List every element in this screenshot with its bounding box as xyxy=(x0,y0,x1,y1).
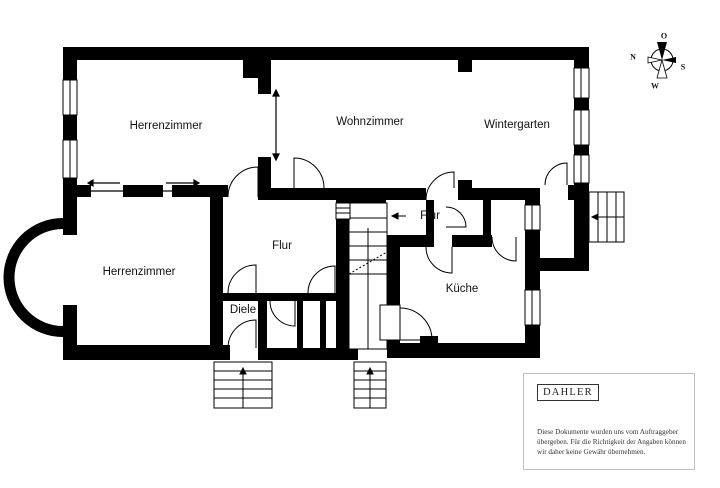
label-flur-center: Flur xyxy=(272,240,292,252)
sliding-doors xyxy=(86,88,280,192)
disclaimer-text: Diese Dokumente wurden uns vom Auftragge… xyxy=(537,428,686,456)
label-wohnzimmer: Wohnzimmer xyxy=(336,116,404,128)
label-herrenzimmer-top: Herrenzimmer xyxy=(129,120,203,132)
label-wintergarten: Wintergarten xyxy=(484,119,550,131)
disclaimer-box: DAHLER Diese Dokumente wurden uns vom Au… xyxy=(523,373,695,470)
label-herrenzimmer-bottom: Herrenzimmer xyxy=(102,266,176,278)
compass-s: S xyxy=(680,62,686,72)
interior-walls xyxy=(63,60,589,353)
compass-o: O xyxy=(660,31,668,41)
compass-w: W xyxy=(651,81,659,91)
label-kueche: Küche xyxy=(445,283,479,295)
bay-window xyxy=(3,218,77,337)
label-diele: Diele xyxy=(229,304,257,316)
dahler-logo: DAHLER xyxy=(537,384,599,401)
windows xyxy=(62,67,590,326)
label-flur-right: Flur xyxy=(420,210,440,222)
outer-walls xyxy=(63,47,589,360)
compass-n: N xyxy=(630,52,636,62)
compass-rose xyxy=(647,42,676,79)
stairs xyxy=(213,191,625,409)
